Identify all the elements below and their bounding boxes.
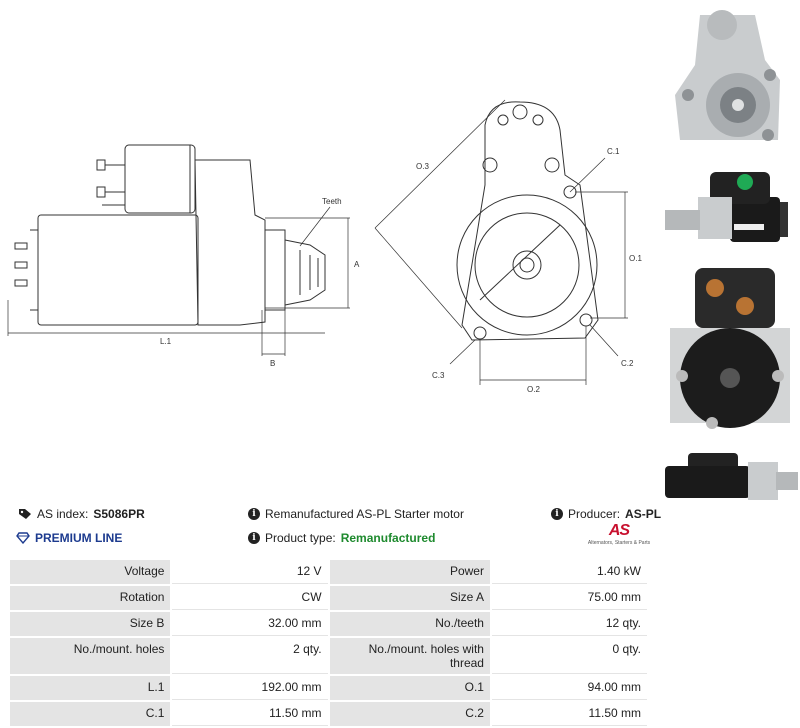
- logo-mark: AS: [608, 522, 630, 539]
- as-index: AS index: S5086PR: [18, 507, 145, 521]
- starter-photo-front[interactable]: [660, 0, 800, 160]
- spec-label: Voltage: [10, 560, 171, 584]
- spec-label: Power: [329, 560, 490, 584]
- brand-logo: AS Alternators, Starters & Parts: [584, 522, 654, 554]
- product-type: i Product type: Remanufactured: [248, 531, 435, 545]
- side-view-drawing: [14, 144, 326, 326]
- producer: i Producer: AS-PL: [551, 507, 661, 521]
- spec-label: C.1: [10, 702, 171, 726]
- spec-value: 2 qty.: [172, 638, 328, 674]
- spec-value: 12 V: [172, 560, 328, 584]
- spec-label: Size A: [329, 586, 490, 610]
- spec-value: 1.40 kW: [491, 560, 647, 584]
- description-text: Remanufactured AS-PL Starter motor: [265, 507, 464, 521]
- as-index-label: AS index:: [37, 507, 89, 521]
- spec-label: Size B: [10, 612, 171, 636]
- label-o1: O.1: [629, 254, 642, 263]
- spec-label: No./teeth: [329, 612, 490, 636]
- info-icon: i: [248, 532, 260, 544]
- info-icon: i: [248, 508, 260, 520]
- label-c1: C.1: [607, 147, 620, 156]
- spec-label: No./mount. holes with thread: [329, 638, 490, 674]
- product-photos: [660, 0, 800, 500]
- label-c2: C.2: [621, 359, 634, 368]
- label-l1: L.1: [160, 337, 172, 346]
- spec-value: 192.00 mm: [172, 676, 328, 700]
- front-view-drawing: [456, 101, 599, 341]
- starter-photo-rear[interactable]: [660, 258, 800, 438]
- producer-value: AS-PL: [625, 507, 662, 521]
- producer-label: Producer:: [568, 507, 621, 521]
- diamond-icon: [16, 532, 30, 544]
- starter-photo-side[interactable]: [660, 448, 800, 500]
- as-index-value: S5086PR: [93, 507, 145, 521]
- label-o3: O.3: [416, 162, 429, 171]
- premium-line-label: PREMIUM LINE: [35, 531, 123, 545]
- spec-value: 0 qty.: [491, 638, 647, 674]
- product-type-label: Product type:: [265, 531, 336, 545]
- spec-value: 75.00 mm: [491, 586, 647, 610]
- product-type-value: Remanufactured: [340, 531, 436, 545]
- label-c3: C.3: [432, 371, 445, 380]
- spec-label: C.2: [329, 702, 490, 726]
- product-description: i Remanufactured AS-PL Starter motor: [248, 507, 464, 521]
- spec-value: 12 qty.: [491, 612, 647, 636]
- info-icon: i: [551, 508, 563, 520]
- technical-drawings: Teeth A B L.1 O.3 C.1 O.1 C.: [7, 99, 642, 394]
- starter-photo-top[interactable]: [660, 162, 800, 250]
- premium-line: PREMIUM LINE: [16, 531, 122, 545]
- spec-label: O.1: [329, 676, 490, 700]
- label-a: A: [354, 260, 360, 269]
- spec-value: 94.00 mm: [491, 676, 647, 700]
- spec-label: L.1: [10, 676, 171, 700]
- spec-label: Rotation: [10, 586, 171, 610]
- side-view-dimensions: [7, 206, 350, 356]
- product-info: AS index: S5086PR i Remanufactured AS-PL…: [0, 500, 661, 560]
- spec-value: 11.50 mm: [491, 702, 647, 726]
- spec-value: 32.00 mm: [172, 612, 328, 636]
- spec-value: 11.50 mm: [172, 702, 328, 726]
- tag-icon: [19, 509, 31, 519]
- label-teeth: Teeth: [322, 197, 342, 206]
- label-o2: O.2: [527, 385, 540, 394]
- logo-tagline: Alternators, Starters & Parts: [587, 540, 651, 546]
- label-b: B: [270, 359, 275, 368]
- spec-label: No./mount. holes: [10, 638, 171, 674]
- front-view-dimensions: [374, 99, 628, 385]
- spec-value: CW: [172, 586, 328, 610]
